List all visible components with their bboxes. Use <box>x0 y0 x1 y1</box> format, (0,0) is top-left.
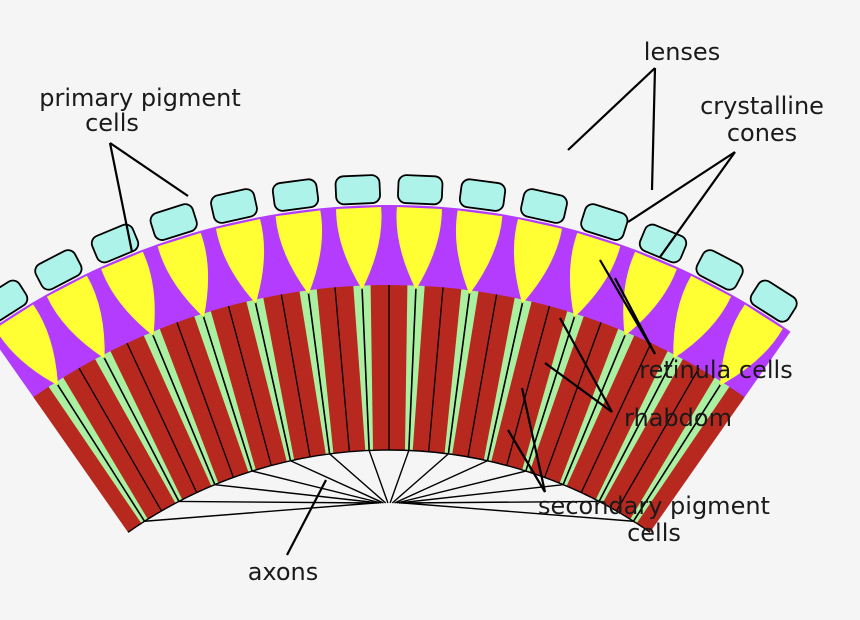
lens-row <box>0 174 798 323</box>
crystalline-cone <box>455 210 503 295</box>
rhabdom-core <box>447 290 471 454</box>
lens-facet <box>271 178 320 212</box>
lens-facet <box>90 223 140 264</box>
leader-secondary-2 <box>507 429 546 493</box>
secondary-pigment-line <box>176 322 234 478</box>
lens-facet <box>458 178 507 212</box>
crystalline-cone <box>569 232 621 318</box>
leader-lenses-1 <box>567 67 656 151</box>
rhabdom-core <box>632 381 723 522</box>
rhabdom-core <box>55 381 146 522</box>
crystalline-cone <box>46 275 105 359</box>
rhabdom-core <box>361 285 370 451</box>
lens-facet <box>397 174 444 206</box>
rhabdom-core <box>307 290 331 454</box>
rhabdom-core <box>408 285 417 451</box>
secondary-pigment-line <box>78 367 163 512</box>
lens-facet <box>0 279 29 323</box>
crystalline-cone <box>623 251 677 336</box>
leader-rhabdom-2 <box>544 362 613 413</box>
rhabdom-core <box>598 354 676 502</box>
ommatidia-fan <box>0 205 791 533</box>
labels: lenses primary pigment cells crystalline… <box>39 38 824 586</box>
rhabdom-core <box>102 354 180 502</box>
leader-primary-2 <box>109 142 189 197</box>
lens-facet <box>34 249 83 291</box>
axon <box>329 453 387 504</box>
crystalline-cone <box>216 219 265 304</box>
fan-inner-edge <box>127 449 651 533</box>
label-axons: axons <box>248 558 319 586</box>
lens-facet <box>580 203 629 241</box>
axon <box>394 460 488 504</box>
axon <box>290 460 384 504</box>
crystalline-cone <box>396 207 442 290</box>
lens-facet <box>334 174 381 206</box>
secondary-pigment-line <box>334 287 350 452</box>
axon <box>391 453 449 504</box>
axon <box>178 500 377 504</box>
secondary-pigment-line <box>227 305 272 466</box>
crystalline-cone <box>101 251 155 336</box>
leader-axons <box>286 479 327 556</box>
secondary-pigment-line <box>467 294 498 458</box>
lens-facet <box>520 188 568 224</box>
crystalline-cone <box>720 304 783 386</box>
secondary-pigment-line <box>544 322 602 478</box>
secondary-pigment-line <box>280 294 311 458</box>
axon <box>368 450 389 504</box>
secondary-pigment-line <box>126 342 198 493</box>
axon <box>252 470 382 504</box>
crystalline-cone <box>157 232 209 318</box>
leader-lenses-2 <box>650 67 657 191</box>
axon <box>389 450 410 504</box>
rhabdom-core <box>150 331 216 485</box>
crystalline-cone <box>0 304 58 386</box>
leader-cones-2 <box>659 151 736 258</box>
secondary-pigment-line <box>428 287 444 452</box>
rhabdom-core <box>562 331 628 485</box>
leader-cones-1 <box>627 151 736 223</box>
label-retinula-cells: retinula cells <box>639 356 792 384</box>
axon <box>214 483 380 504</box>
lens-facet <box>638 223 688 264</box>
leader-secondary-1 <box>520 387 547 493</box>
label-secondary-pigment: secondary pigment <box>538 492 770 520</box>
lens-facet <box>149 203 198 241</box>
lens-facet <box>695 249 744 291</box>
axon <box>401 500 600 504</box>
secondary-pigment-line <box>615 367 700 512</box>
axon <box>398 483 564 504</box>
crystalline-cone <box>513 219 562 304</box>
crystalline-cone <box>336 207 382 290</box>
lens-facet <box>749 279 798 323</box>
secondary-pigment-line <box>580 342 652 493</box>
rhabdom-core <box>254 299 292 461</box>
label-lenses: lenses <box>644 38 720 66</box>
label-primary-cells: cells <box>85 109 139 137</box>
label-primary-pigment: primary pigment <box>39 84 240 112</box>
label-secondary-cells: cells <box>627 519 681 547</box>
leader-retinula-2 <box>614 277 656 355</box>
leader-lines <box>108 67 736 556</box>
axon <box>396 470 526 504</box>
leader-rhabdom-1 <box>559 317 613 413</box>
rhabdom-core <box>201 313 253 472</box>
axon <box>144 502 375 522</box>
axon <box>403 502 634 522</box>
label-cones: cones <box>727 119 797 147</box>
crystalline-cone <box>275 210 323 295</box>
lens-facet <box>210 188 258 224</box>
crystalline-cone <box>673 275 732 359</box>
rhabdom-core <box>486 299 524 461</box>
label-rhabdom: rhabdom <box>624 404 732 432</box>
label-crystalline: crystalline <box>700 92 824 120</box>
axon-bundle <box>144 450 634 522</box>
leader-primary-1 <box>108 142 134 253</box>
